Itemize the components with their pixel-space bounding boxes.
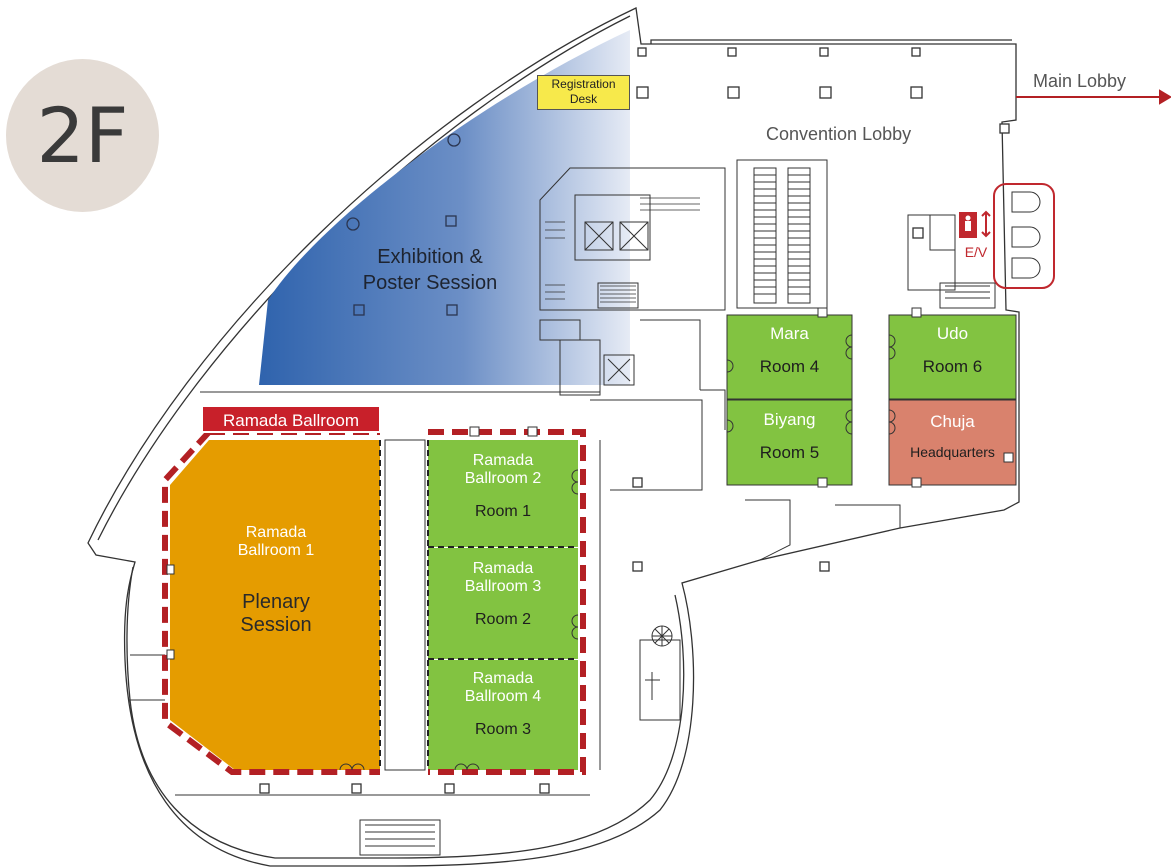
room-biyang-number: Room 5 <box>759 442 820 462</box>
toilet-core <box>907 214 996 309</box>
ballroom3-fill <box>428 548 578 659</box>
room-doors <box>339 334 896 771</box>
room-chuja-fill <box>888 399 1017 486</box>
service-core <box>539 167 726 396</box>
main-lobby-label[interactable]: Main Lobby <box>1033 71 1127 91</box>
ballroom4-name-line2: Ballroom 4 <box>464 688 542 706</box>
arrow-right-icon <box>1016 89 1171 105</box>
registration-desk[interactable]: Registration Desk <box>537 75 630 110</box>
elevator-bank <box>1011 191 1041 279</box>
room-chuja-name: Chuja <box>930 412 975 431</box>
floor-label: 2F <box>36 91 129 180</box>
ballroom4-label[interactable]: Ramada Ballroom 4 Room 3 <box>430 670 576 739</box>
ballroom1-purpose-line1: Plenary <box>242 590 310 613</box>
ballroom4-name-line1: Ramada <box>472 670 534 687</box>
room-biyang-name: Biyang <box>763 410 816 429</box>
room-chuja-purpose: Headquarters <box>910 443 995 460</box>
room-udo-number: Room 6 <box>922 356 983 376</box>
room-mara-name: Mara <box>770 324 809 343</box>
ballroom4-room: Room 3 <box>474 720 532 738</box>
room-udo-label[interactable]: Udo Room 6 <box>895 324 1010 376</box>
ballroom-dividers <box>379 440 578 770</box>
elevator-marker[interactable]: E/V <box>958 210 994 262</box>
ballroom2-fill <box>428 440 578 547</box>
elevator-label: E/V <box>964 244 988 260</box>
ballroom1-purpose-line2: Session <box>240 613 312 636</box>
exhibition-hall <box>259 30 630 385</box>
ballroom2-name-line2: Ballroom 2 <box>464 470 542 488</box>
ballroom3-name-line1: Ramada <box>472 560 534 577</box>
ballroom1-fill <box>170 440 380 770</box>
ballroom1-name-line1: Ramada <box>245 524 307 541</box>
room-columns <box>166 307 1014 660</box>
columns <box>259 47 1010 794</box>
ballroom1-name-line2: Ballroom 1 <box>237 542 315 560</box>
ballroom2-name-line1: Ramada <box>472 452 534 469</box>
room-chuja-label[interactable]: Chuja Headquarters <box>895 412 1010 460</box>
floor-badge: 2F <box>6 59 159 212</box>
convention-lobby-label: Convention Lobby <box>766 124 912 144</box>
ballroom3-label[interactable]: Ramada Ballroom 3 Room 2 <box>430 560 576 629</box>
room-udo-name: Udo <box>936 324 969 343</box>
escalator-icon <box>736 159 828 309</box>
room-udo-fill <box>888 314 1017 400</box>
elevator-icon <box>959 210 991 238</box>
room-biyang-fill <box>726 399 853 486</box>
exhibition-label-line1: Exhibition & <box>377 246 483 268</box>
room-mara-label[interactable]: Mara Room 4 <box>732 324 847 376</box>
room-mara-fill <box>726 314 853 400</box>
exhibition-label-line2: Poster Session <box>362 272 498 294</box>
ballroom3-room: Room 2 <box>474 610 532 628</box>
building-outline <box>87 7 1020 867</box>
ballroom2-room: Room 1 <box>474 502 532 520</box>
ballroom3-name-line2: Ballroom 3 <box>464 578 542 596</box>
ballroom2-label[interactable]: Ramada Ballroom 2 Room 1 <box>430 452 576 521</box>
room-mara-number: Room 4 <box>759 356 820 376</box>
ballroom1-label[interactable]: Ramada Ballroom 1 Plenary Session <box>200 524 352 637</box>
ramada-ballroom-tag[interactable]: Ramada Ballroom <box>201 405 381 433</box>
stairs-icon <box>651 625 673 647</box>
ballroom4-fill <box>428 660 578 770</box>
room-biyang-label[interactable]: Biyang Room 5 <box>732 410 847 462</box>
exhibition-label[interactable]: Exhibition & Poster Session <box>340 244 520 296</box>
elevator-highlight <box>993 183 1055 289</box>
